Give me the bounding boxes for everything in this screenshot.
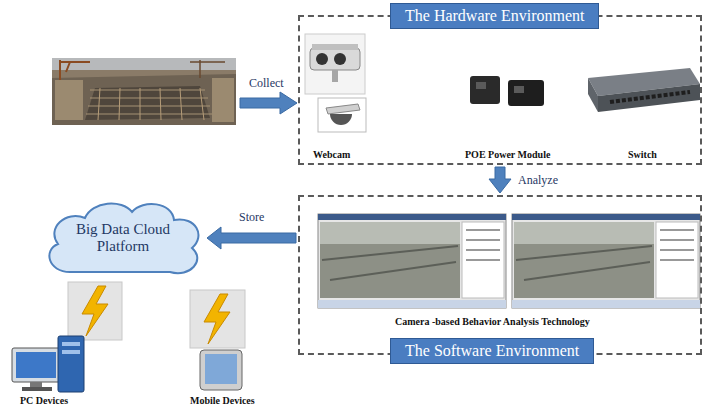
poe-module — [508, 80, 544, 106]
construction-photo — [52, 58, 236, 70]
software-screenshot — [514, 222, 654, 298]
device-label: Mobile Devices — [190, 395, 255, 407]
construction-photo — [52, 58, 236, 125]
wireless-icon — [68, 282, 122, 340]
pc-device — [58, 336, 84, 392]
software-screenshot — [462, 222, 504, 298]
webcam-bullet — [310, 48, 360, 70]
software-screenshot — [514, 222, 654, 244]
software-screenshot — [318, 300, 506, 308]
software-screenshot — [512, 214, 700, 220]
software-screenshot — [516, 246, 652, 280]
webcam-bullet — [305, 34, 365, 94]
network-switch — [588, 78, 598, 112]
software-region: Camera -based Behavior Analysis Technolo… — [298, 195, 702, 355]
pc-device — [22, 387, 52, 391]
network-switch — [610, 92, 690, 102]
webcam-bullet — [312, 44, 358, 50]
software-screenshot — [512, 300, 700, 308]
construction-photo — [98, 88, 204, 120]
mobile-device — [205, 354, 237, 384]
mobile-device — [200, 350, 242, 390]
hardware-region: The Hardware EnvironmentWebcamPOE Power … — [298, 15, 702, 165]
device-caption: POE Power Module — [465, 149, 550, 161]
software-screenshot — [512, 214, 700, 308]
pc-device — [12, 348, 60, 382]
software-screenshot — [320, 222, 460, 298]
section-heading: The Hardware Environment — [390, 3, 599, 29]
step-label: Analyze — [516, 173, 560, 187]
webcam-dome — [330, 114, 352, 125]
software-screenshot — [322, 246, 458, 280]
collect-arrow — [240, 92, 297, 114]
construction-photo — [85, 86, 210, 120]
software-screenshot — [318, 214, 700, 308]
network-switch — [598, 84, 700, 112]
wireless-icon — [68, 282, 245, 348]
mobile-device — [200, 350, 242, 390]
poe-module — [514, 86, 524, 93]
software-screenshot — [466, 230, 500, 260]
software-screenshot — [656, 222, 698, 298]
wireless-icon — [82, 286, 108, 336]
construction-photo — [86, 90, 212, 114]
construction-photo — [60, 60, 90, 80]
software-screenshot — [660, 230, 694, 260]
poe-module — [470, 76, 544, 106]
webcam-bullet — [316, 53, 328, 65]
section-heading: The Software Environment — [390, 338, 594, 364]
block-arrow — [489, 167, 511, 193]
construction-photo — [52, 74, 236, 125]
webcam-dome — [318, 98, 366, 132]
pc-device — [16, 352, 56, 378]
step-label: Store — [237, 210, 266, 224]
screen-caption: Camera -based Behavior Analysis Technolo… — [395, 316, 590, 328]
webcam-dome — [326, 104, 360, 114]
pc-device — [62, 342, 80, 346]
wireless-icon — [190, 290, 245, 348]
pc-device — [30, 382, 42, 387]
webcam-bullet — [305, 34, 365, 94]
webcam-bullet — [332, 70, 338, 82]
construction-photo — [190, 60, 225, 78]
collect-arrow — [240, 92, 297, 114]
poe-module — [470, 76, 500, 104]
wireless-icon — [204, 294, 230, 344]
construction-photo — [55, 80, 83, 120]
software-screenshot — [318, 214, 506, 220]
cloud-label: Big Data Cloud Platform — [67, 221, 179, 255]
device-caption: Switch — [628, 149, 657, 161]
block-arrow — [207, 227, 296, 249]
webcam-bullet — [334, 53, 346, 65]
pc-device — [12, 336, 84, 392]
poe-module — [476, 82, 486, 89]
construction-photo — [52, 58, 236, 125]
device-caption: Webcam — [313, 149, 350, 161]
webcam-dome — [318, 98, 366, 132]
pc-device — [62, 350, 80, 354]
software-screenshot — [320, 222, 460, 244]
cloud-outline — [49, 204, 198, 274]
construction-photo — [212, 78, 234, 122]
step-label: Collect — [249, 76, 284, 90]
cloud-shape: Big Data Cloud Platform — [40, 198, 205, 278]
network-switch — [588, 68, 700, 112]
device-label: PC Devices — [20, 395, 68, 407]
software-screenshot — [318, 214, 506, 308]
